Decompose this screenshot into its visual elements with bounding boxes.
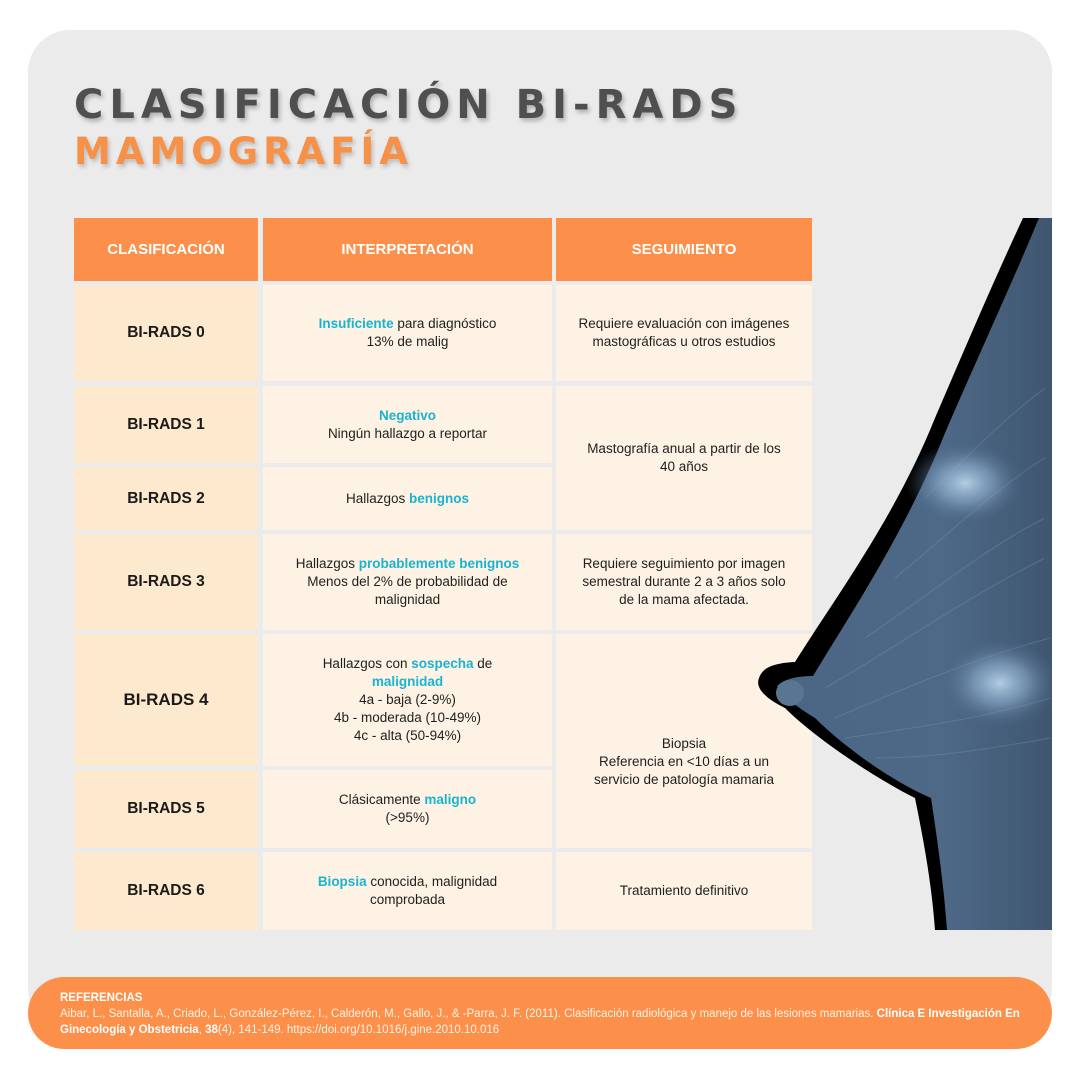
- interp-text: conocida, malignidad comprobada: [366, 874, 498, 907]
- column-header-clasificacion: CLASIFICACIÓN: [74, 218, 258, 281]
- highlight-term: benignos: [409, 490, 470, 506]
- page-subtitle: MAMOGRAFÍA: [74, 130, 413, 173]
- table-row-category: BI-RADS 5: [74, 770, 258, 848]
- references-label: REFERENCIAS: [60, 992, 143, 1004]
- interp-text: (>95%): [385, 810, 430, 825]
- reference-volume: 38: [205, 1024, 218, 1036]
- mammogram-breast-icon: [755, 218, 1052, 930]
- table-row-followup: Requiere seguimiento por imagen semestra…: [556, 534, 812, 630]
- followup-text: Biopsia: [661, 736, 707, 751]
- followup-text: Referencia en <10 días a un servicio de …: [593, 754, 775, 787]
- highlight-term: Biopsia: [317, 874, 367, 889]
- table-row-category: BI-RADS 6: [74, 852, 258, 930]
- table-row-interpretation: Hallazgos probablemente benignos Menos d…: [263, 534, 552, 630]
- table-row-category: BI-RADS 3: [74, 534, 258, 630]
- highlight-term: sospecha: [411, 656, 474, 671]
- page-title: CLASIFICACIÓN BI-RADS: [74, 82, 744, 128]
- interp-text: para diagnóstico: [393, 316, 497, 331]
- column-header-interpretacion: INTERPRETACIÓN: [263, 218, 552, 281]
- subcategory-4a: 4a - baja (2-9%): [359, 692, 456, 707]
- table-row-category: BI-RADS 0: [74, 285, 258, 381]
- references-bar: REFERENCIAS Aibar, L., Santalla, A., Cri…: [28, 977, 1052, 1049]
- highlight-term: Insuficiente: [318, 316, 394, 331]
- reference-journal: Clínica E Investigación En Ginecología y…: [60, 1008, 1020, 1036]
- table-row-interpretation: Hallazgos con sospecha de malignidad 4a …: [263, 634, 552, 766]
- table-row-followup: Requiere evaluación con imágenes mastogr…: [556, 285, 812, 381]
- interp-text: Ningún hallazgo a reportar: [327, 425, 488, 441]
- table-row-interpretation: Hallazgos benignos: [263, 467, 552, 530]
- table-row-category: BI-RADS 4: [74, 634, 258, 766]
- interp-text: 13% de malig: [366, 334, 449, 349]
- highlight-term: probablemente benignos: [358, 556, 520, 571]
- reference-text: Aibar, L., Santalla, A., Criado, L., Gon…: [60, 1008, 877, 1020]
- highlight-term: malignidad: [371, 674, 444, 689]
- interp-text: Clásicamente: [338, 792, 425, 807]
- interp-text: Hallazgos: [345, 490, 410, 506]
- interp-text: Menos del 2% de probabilidad de malignid…: [307, 574, 508, 607]
- reference-text: ,: [198, 1024, 206, 1036]
- table-row-category: BI-RADS 2: [74, 467, 258, 530]
- highlight-term: maligno: [424, 792, 477, 807]
- interp-text: Hallazgos: [295, 556, 359, 571]
- reference-doi[interactable]: (4), 141-149. https://doi.org/10.1016/j.…: [217, 1024, 500, 1036]
- subcategory-4b: 4b - moderada (10-49%): [333, 710, 482, 725]
- table-row-followup: Mastografía anual a partir de los 40 año…: [556, 386, 812, 530]
- table-row-followup: Tratamiento definitivo: [556, 852, 812, 930]
- table-row-interpretation: Clásicamente maligno (>95%): [263, 770, 552, 848]
- table-row-interpretation: Biopsia conocida, malignidad comprobada: [263, 852, 552, 930]
- highlight-term: Negativo: [378, 407, 436, 423]
- table-row-interpretation: Insuficiente para diagnóstico 13% de mal…: [263, 285, 552, 381]
- table-row-interpretation: Negativo Ningún hallazgo a reportar: [263, 386, 552, 463]
- table-row-category: BI-RADS 1: [74, 386, 258, 463]
- subcategory-4c: 4c - alta (50-94%): [353, 728, 462, 743]
- interp-text: de: [473, 656, 493, 671]
- column-header-seguimiento: SEGUIMIENTO: [556, 218, 812, 281]
- interp-text: Hallazgos con: [322, 656, 412, 671]
